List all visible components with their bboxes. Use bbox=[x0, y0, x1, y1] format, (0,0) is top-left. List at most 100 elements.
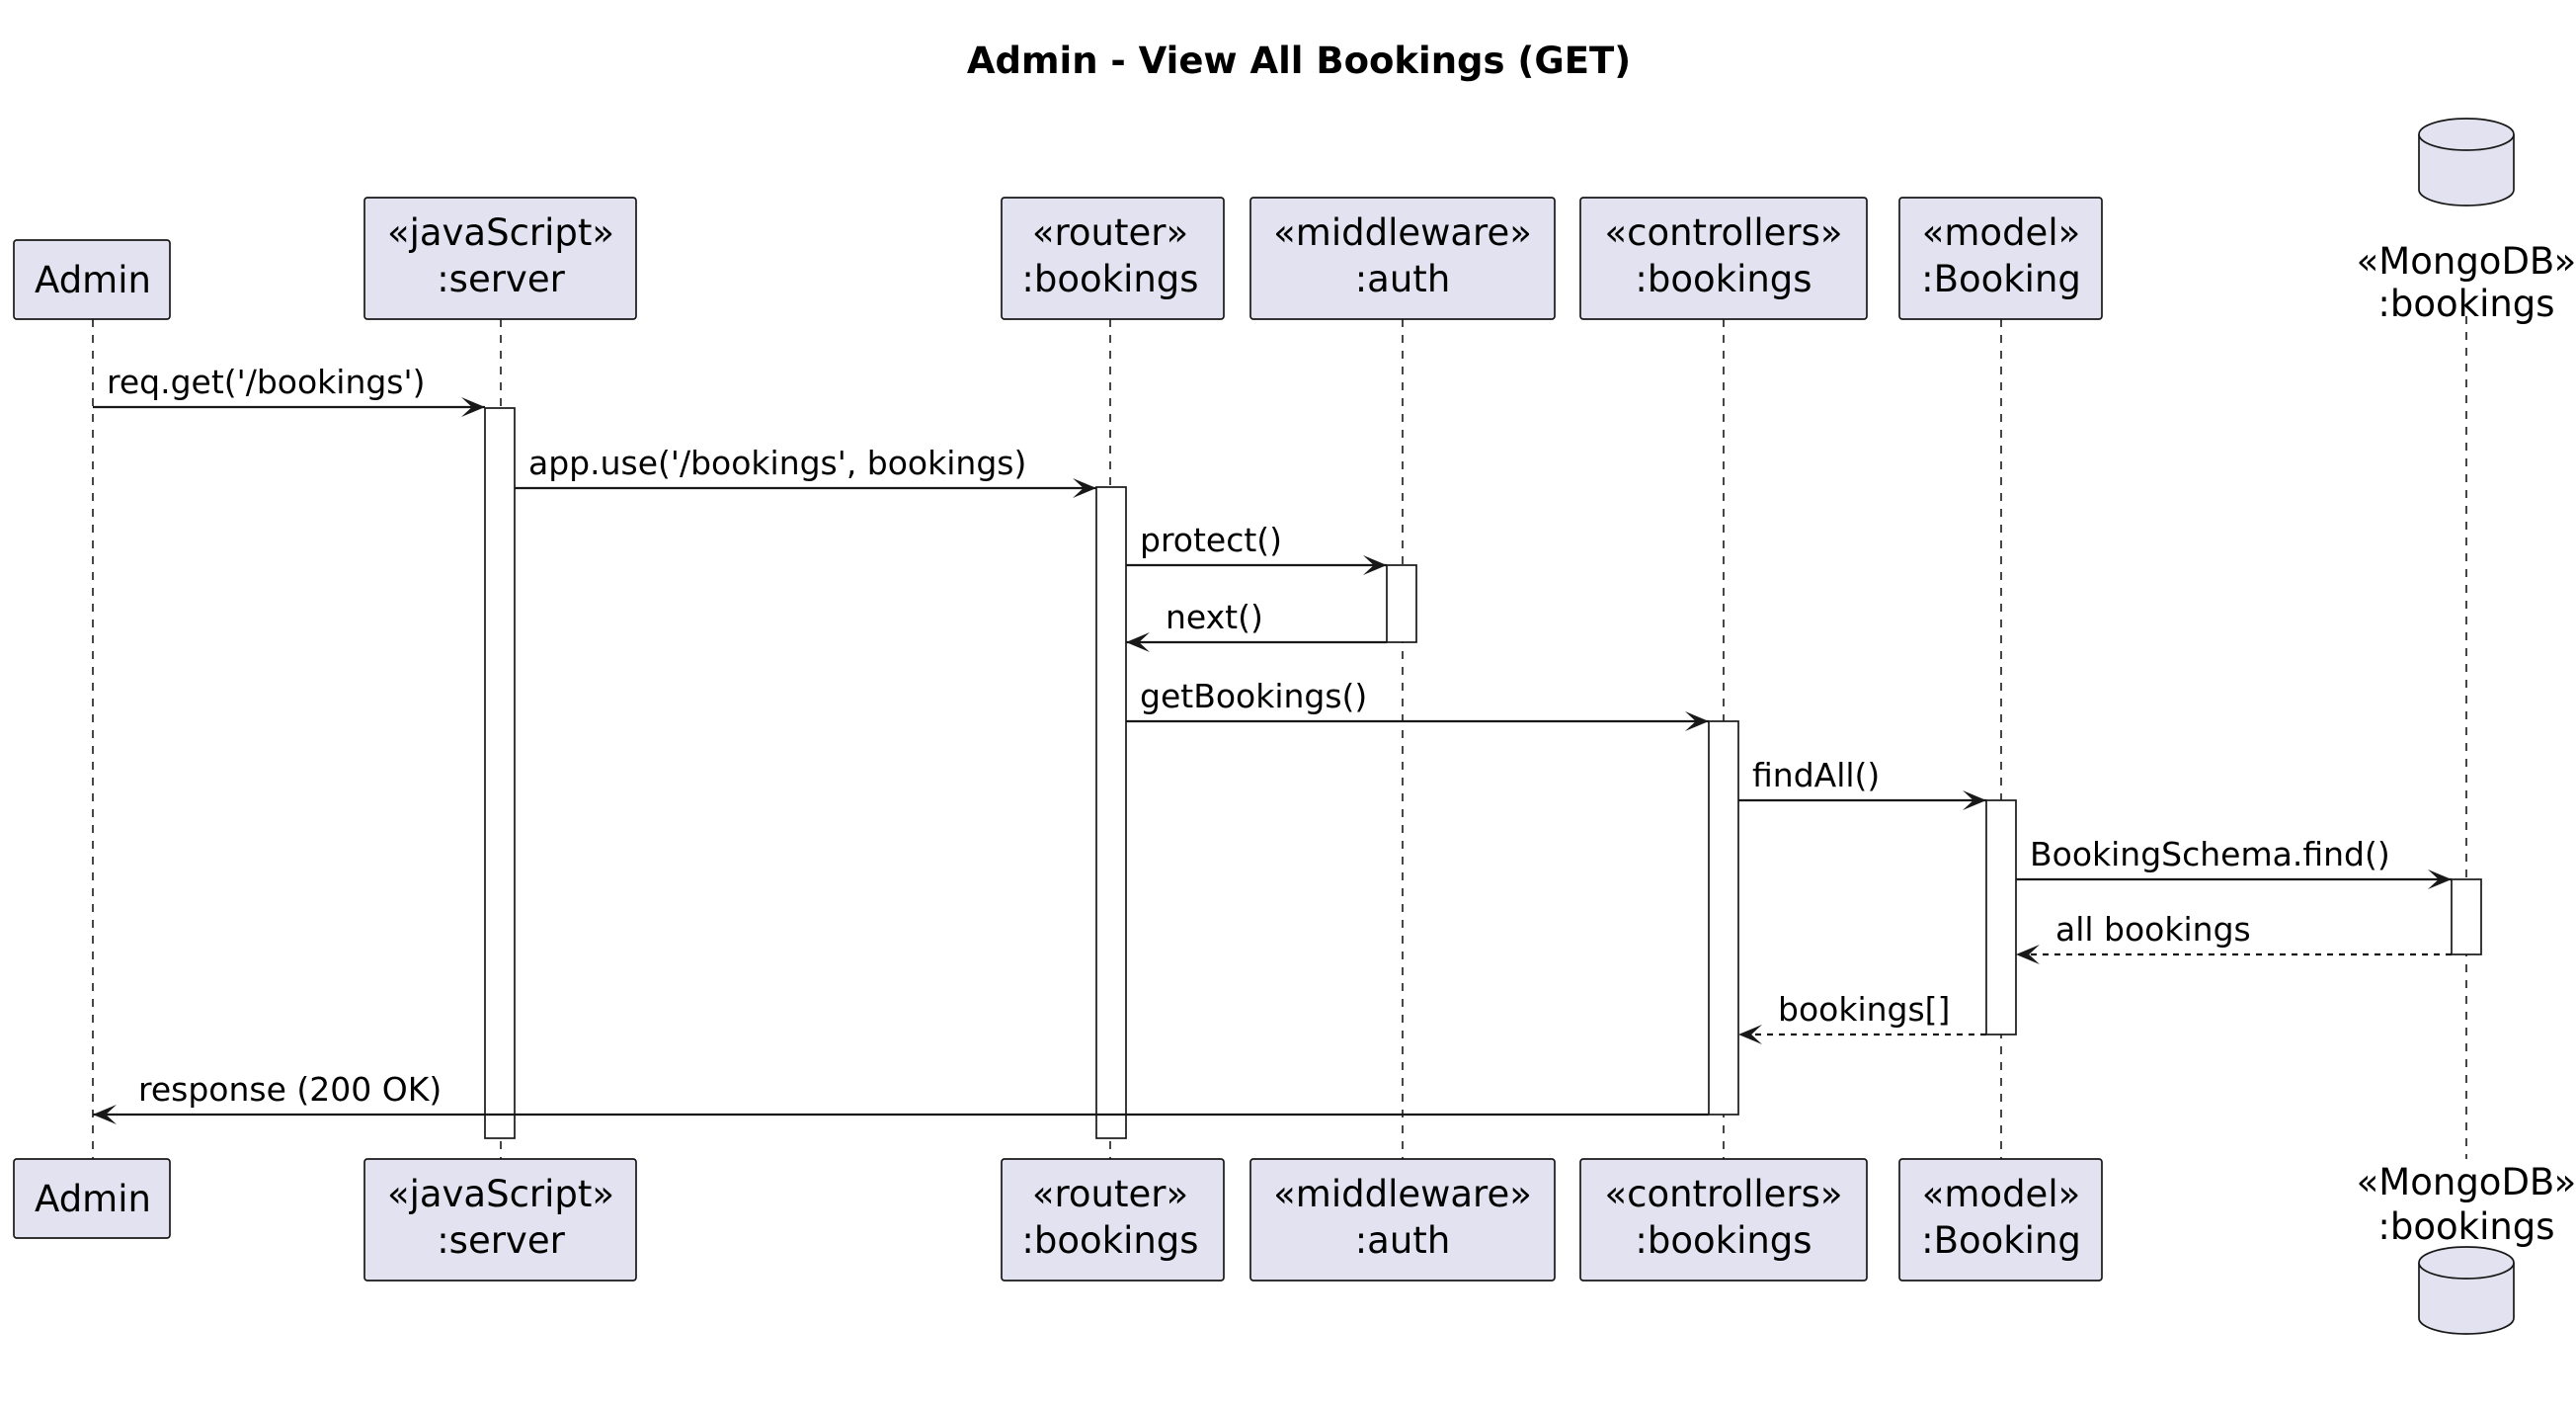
message-label-7: all bookings bbox=[2055, 910, 2251, 949]
message-label-0: req.get('/bookings') bbox=[107, 363, 425, 401]
activation-db-5 bbox=[2451, 878, 2482, 955]
participant-name: :Booking bbox=[1921, 1219, 2081, 1262]
message-arrowhead-5 bbox=[1963, 790, 1986, 810]
activation-auth-2 bbox=[1386, 564, 1417, 643]
message-8: bookings[] bbox=[1738, 990, 1986, 1044]
message-label-6: BookingSchema.find() bbox=[2030, 835, 2390, 873]
participant-stereotype: «controllers» bbox=[1604, 1173, 1842, 1215]
database-body-icon bbox=[2418, 1263, 2515, 1335]
participant-controller-bottom: «controllers»:bookings bbox=[1579, 1158, 1868, 1282]
database-top-icon bbox=[2418, 118, 2515, 151]
participant-box bbox=[363, 197, 637, 320]
participant-name: Admin bbox=[35, 259, 151, 301]
participant-name: :Booking bbox=[1921, 258, 2081, 300]
message-5: findAll() bbox=[1738, 756, 1986, 810]
message-arrowhead-4 bbox=[1685, 711, 1709, 731]
message-9: response (200 OK) bbox=[93, 1070, 1709, 1124]
participant-name: :auth bbox=[1355, 1219, 1451, 1262]
message-0: req.get('/bookings') bbox=[93, 363, 485, 417]
activation-controller-3 bbox=[1708, 720, 1739, 1116]
message-arrowhead-7 bbox=[2016, 945, 2040, 964]
message-label-1: app.use('/bookings', bookings) bbox=[528, 444, 1026, 482]
participant-name: :bookings bbox=[1021, 1219, 1198, 1262]
message-3: next() bbox=[1126, 598, 1387, 652]
participant-box bbox=[1001, 1158, 1225, 1282]
participant-stereotype: «model» bbox=[1922, 211, 2080, 254]
participant-name: Admin bbox=[35, 1178, 151, 1220]
diagram-title: Admin - View All Bookings (GET) bbox=[967, 40, 1631, 82]
message-label-2: protect() bbox=[1140, 521, 1282, 559]
participant-box bbox=[1249, 197, 1556, 320]
activation-router-1 bbox=[1095, 486, 1127, 1139]
message-label-4: getBookings() bbox=[1140, 677, 1367, 715]
activation-model-4 bbox=[1985, 799, 2017, 1035]
participant-name: :bookings bbox=[1021, 258, 1198, 300]
message-arrowhead-0 bbox=[461, 397, 485, 417]
participant-stereotype: «middleware» bbox=[1273, 211, 1532, 254]
message-label-5: findAll() bbox=[1752, 756, 1880, 794]
participant-admin-top: Admin bbox=[13, 239, 171, 320]
participant-model-top: «model»:Booking bbox=[1898, 197, 2103, 320]
message-arrowhead-9 bbox=[93, 1105, 117, 1124]
participant-name: :server bbox=[437, 258, 565, 300]
participants-top: Admin«javaScript»:server«router»:booking… bbox=[13, 118, 2576, 325]
message-label-9: response (200 OK) bbox=[138, 1070, 442, 1109]
participant-box bbox=[1579, 1158, 1868, 1282]
participant-box bbox=[13, 239, 171, 320]
message-arrowhead-2 bbox=[1363, 555, 1387, 575]
database-body-icon bbox=[2418, 134, 2515, 207]
participant-router-top: «router»:bookings bbox=[1001, 197, 1225, 320]
participant-stereotype: «controllers» bbox=[1604, 211, 1842, 254]
participant-name: :server bbox=[437, 1219, 565, 1262]
message-1: app.use('/bookings', bookings) bbox=[515, 444, 1096, 498]
message-arrowhead-3 bbox=[1126, 632, 1150, 652]
participant-stereotype: «MongoDB» bbox=[2357, 240, 2576, 283]
participant-stereotype: «router» bbox=[1032, 211, 1188, 254]
participant-box bbox=[1001, 197, 1225, 320]
participant-db-bottom: «MongoDB»:bookings bbox=[2357, 1161, 2576, 1335]
participant-stereotype: «javaScript» bbox=[387, 211, 614, 254]
message-7: all bookings bbox=[2016, 910, 2452, 964]
participant-box bbox=[13, 1158, 171, 1239]
message-6: BookingSchema.find() bbox=[2016, 835, 2452, 889]
participant-stereotype: «router» bbox=[1032, 1173, 1188, 1215]
participant-db-top: «MongoDB»:bookings bbox=[2357, 118, 2576, 325]
activation-server-0 bbox=[484, 407, 516, 1139]
participant-server-top: «javaScript»:server bbox=[363, 197, 637, 320]
message-label-8: bookings[] bbox=[1778, 990, 1950, 1029]
participant-controller-top: «controllers»:bookings bbox=[1579, 197, 1868, 320]
participant-router-bottom: «router»:bookings bbox=[1001, 1158, 1225, 1282]
messages-layer: req.get('/bookings') app.use('/bookings',… bbox=[93, 363, 2452, 1124]
message-arrowhead-6 bbox=[2428, 869, 2452, 889]
lifelines-layer bbox=[92, 316, 2467, 1159]
participant-box bbox=[1898, 1158, 2103, 1282]
participant-name: :bookings bbox=[1635, 1219, 1811, 1262]
participant-name: :auth bbox=[1355, 258, 1451, 300]
participant-box bbox=[363, 1158, 637, 1282]
participant-box bbox=[1249, 1158, 1556, 1282]
message-label-3: next() bbox=[1166, 598, 1263, 636]
participant-model-bottom: «model»:Booking bbox=[1898, 1158, 2103, 1282]
participant-name: :bookings bbox=[2377, 283, 2554, 325]
participant-name: :bookings bbox=[2377, 1205, 2554, 1248]
participant-admin-bottom: Admin bbox=[13, 1158, 171, 1239]
participant-server-bottom: «javaScript»:server bbox=[363, 1158, 637, 1282]
participant-stereotype: «model» bbox=[1922, 1173, 2080, 1215]
participants-bottom: Admin«javaScript»:server«router»:booking… bbox=[13, 1158, 2576, 1335]
participant-box bbox=[1898, 197, 2103, 320]
message-4: getBookings() bbox=[1126, 677, 1709, 731]
activations-layer bbox=[484, 407, 2482, 1139]
participant-name: :bookings bbox=[1635, 258, 1811, 300]
database-top-icon bbox=[2418, 1246, 2515, 1280]
participant-stereotype: «javaScript» bbox=[387, 1173, 614, 1215]
message-arrowhead-1 bbox=[1073, 478, 1096, 498]
participant-stereotype: «MongoDB» bbox=[2357, 1161, 2576, 1203]
participant-stereotype: «middleware» bbox=[1273, 1173, 1532, 1215]
participant-auth-top: «middleware»:auth bbox=[1249, 197, 1556, 320]
participant-auth-bottom: «middleware»:auth bbox=[1249, 1158, 1556, 1282]
participant-box bbox=[1579, 197, 1868, 320]
message-2: protect() bbox=[1126, 521, 1387, 575]
message-arrowhead-8 bbox=[1738, 1025, 1762, 1044]
